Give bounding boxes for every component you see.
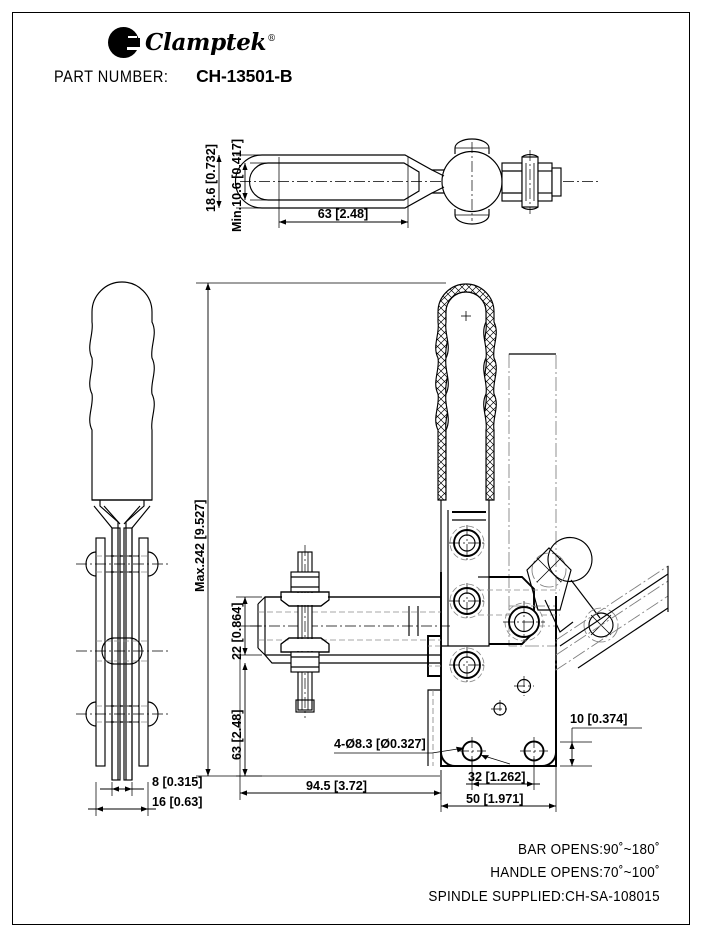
part-number-line: PART NUMBER: CH-13501-B (54, 66, 292, 87)
phantom-open-linkage (526, 536, 669, 671)
sheet-border (12, 12, 690, 925)
base-plate-small-holes (491, 676, 534, 718)
brand-name: Clamptek® (145, 28, 276, 56)
top-view: 18.6 [0.732] Min.10.6 [0.417] 63 [2.48] (204, 138, 600, 232)
dim-63-front: 63 [2.48] (230, 710, 244, 760)
side-view-pivot-1 (76, 551, 168, 577)
side-view-pivot-3 (76, 701, 168, 727)
front-view: Max.242 [9.527] 22 [0.864] 63 [2.48] 94.… (193, 282, 669, 812)
dim-10: 10 [0.374] (570, 712, 627, 726)
dim-4-holes: 4-Ø8.3 [Ø0.327] (334, 737, 426, 751)
spindle-assembly (250, 545, 450, 718)
brand-logo: Clamptek® (108, 24, 276, 60)
registered-trademark-icon: ® (267, 33, 276, 44)
mounting-holes (458, 737, 548, 765)
note-handle-opens: HANDLE OPENS:70˚~100˚ (490, 865, 660, 882)
dim-50: 50 [1.971] (466, 792, 523, 806)
notes-block: BAR OPENS:90˚~180˚ HANDLE OPENS:70˚~100˚… (411, 839, 660, 909)
dim-18-6: 18.6 [0.732] (204, 144, 218, 212)
dim-32: 32 [1.262] (468, 770, 525, 784)
dim-8: 8 [0.315] (152, 775, 202, 789)
clamptek-logo-icon (108, 26, 140, 58)
dim-16: 16 [0.63] (152, 795, 202, 809)
note-bar-opens: BAR OPENS:90˚~180˚ (518, 841, 660, 858)
dim-max-242: Max.242 [9.527] (193, 500, 207, 592)
center-cross-mark (461, 311, 471, 321)
handle-pivot-holes (449, 525, 485, 683)
dim-22: 22 [0.864] (230, 603, 244, 660)
dim-94-5: 94.5 [3.72] (306, 779, 367, 793)
dim-min-10-6: Min.10.6 [0.417] (230, 139, 244, 232)
part-number-label: PART NUMBER: (54, 68, 169, 86)
note-spindle: SPINDLE SUPPLIED:CH-SA-108015 (428, 888, 660, 905)
left-side-view: 8 [0.315] 16 [0.63] (76, 281, 202, 816)
dim-63-top: 63 [2.48] (318, 207, 368, 221)
side-view-pivot-2 (76, 637, 168, 665)
part-number-value: CH-13501-B (196, 66, 293, 86)
